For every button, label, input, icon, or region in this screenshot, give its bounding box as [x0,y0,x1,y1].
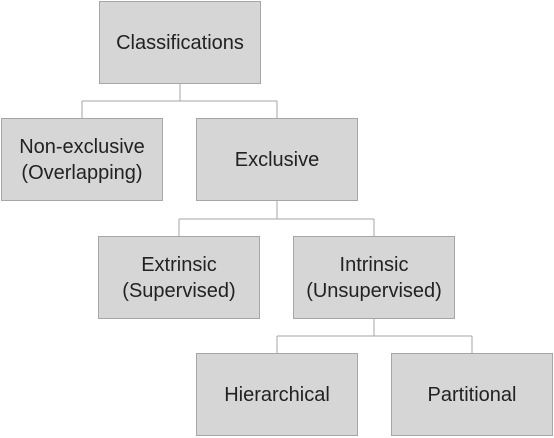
node-intrinsic: Intrinsic (Unsupervised) [293,236,455,319]
node-hierarchical: Hierarchical [196,353,358,436]
node-partitional: Partitional [391,353,553,436]
node-classifications: Classifications [99,1,261,84]
node-extrinsic: Extrinsic (Supervised) [98,236,260,319]
node-exclusive: Exclusive [196,118,358,201]
node-non-exclusive: Non-exclusive (Overlapping) [1,118,163,201]
